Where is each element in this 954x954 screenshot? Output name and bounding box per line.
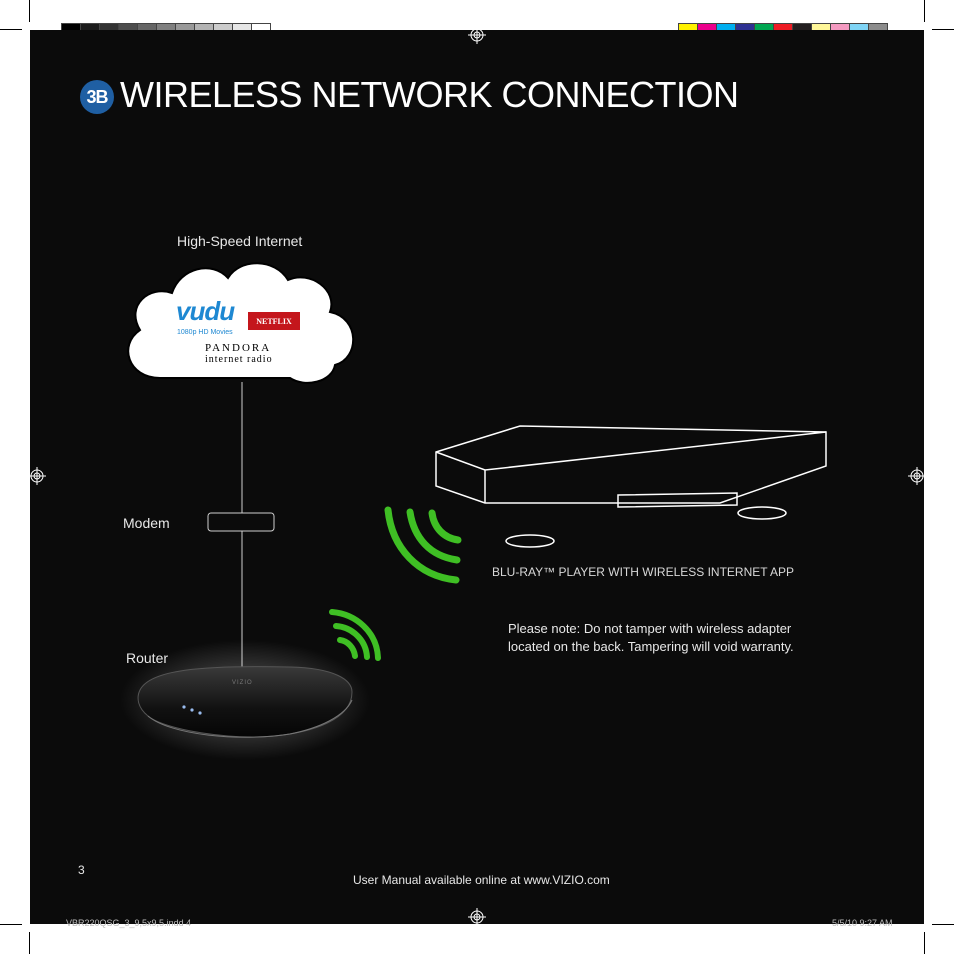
crop-mark [924, 0, 925, 22]
wifi-waves-icon [384, 506, 462, 584]
registration-mark-icon [468, 908, 486, 926]
note-line-1: Please note: Do not tamper with wireless… [508, 621, 792, 636]
slug-filename: VBR220QSG_3_9,5x9,5.indd 4 [66, 918, 192, 928]
crop-mark [29, 932, 30, 954]
player-caption: BLU-RAY™ PLAYER WITH WIRELESS INTERNET A… [492, 565, 795, 579]
crop-mark [29, 0, 30, 22]
section-badge: 3B [80, 80, 114, 114]
crop-mark [0, 924, 22, 925]
modem-box [207, 512, 275, 532]
pandora-tagline: internet radio [205, 354, 273, 365]
registration-mark-icon [28, 467, 46, 485]
manual-url-text: User Manual available online at www.VIZI… [353, 873, 610, 887]
crop-mark [924, 932, 925, 954]
page-title: WIRELESS NETWORK CONNECTION [120, 74, 739, 115]
crop-mark [932, 29, 954, 30]
router-wifi-icon [329, 609, 381, 661]
bluray-player-icon [435, 425, 827, 548]
router-brand: VIZIO [232, 680, 253, 686]
netflix-logo: NETFLIX [248, 312, 300, 330]
crop-mark [932, 924, 954, 925]
vudu-tagline: 1080p HD Movies [177, 329, 233, 336]
registration-mark-icon [908, 467, 926, 485]
internet-label: High-Speed Internet [177, 233, 303, 249]
netflix-logo-text: NETFLIX [256, 316, 292, 326]
vudu-logo: vudu [176, 296, 235, 326]
note-line-2: located on the back. Tampering will void… [508, 639, 794, 654]
modem-label: Modem [123, 515, 170, 531]
page-number: 3 [78, 863, 85, 877]
warranty-note: Please note: Do not tamper with wireless… [508, 620, 794, 656]
registration-mark-icon [468, 26, 486, 44]
crop-mark [0, 29, 22, 30]
slug-timestamp: 5/5/10 9:27 AM [832, 918, 893, 928]
pandora-logo: PANDORA [205, 342, 272, 354]
cloud-shape [127, 262, 355, 384]
router-icon [137, 666, 353, 738]
